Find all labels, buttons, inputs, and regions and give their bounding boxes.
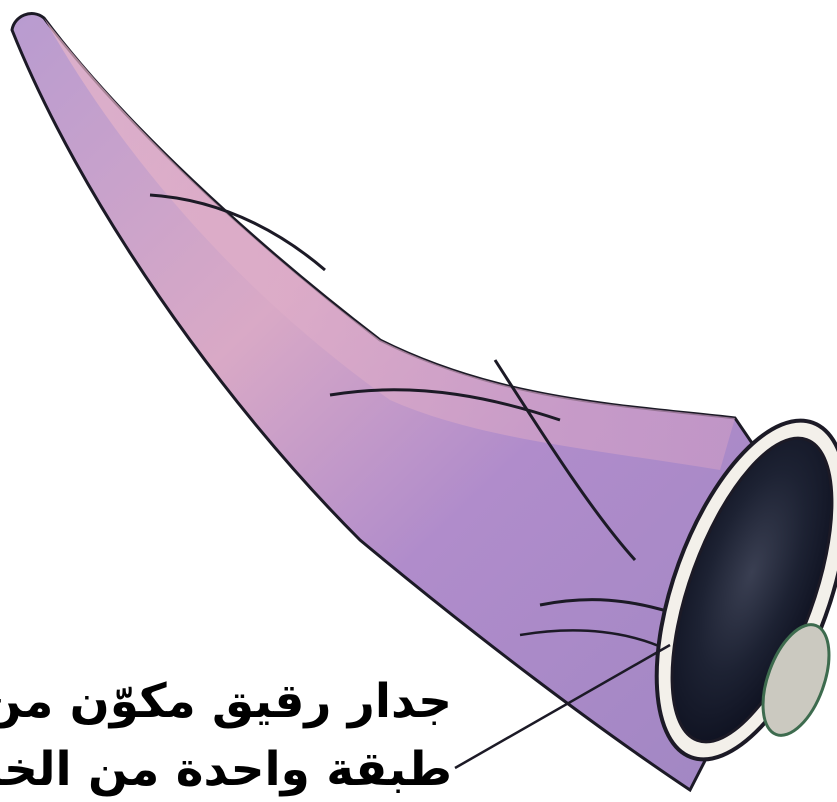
wall-caption: جدار رقيق مكوّن من طبقة واحدة من الخلايا (0, 668, 452, 802)
caption-line-1: جدار رقيق مكوّن من (0, 668, 452, 736)
caption-line-2: طبقة واحدة من الخلايا (0, 736, 452, 802)
